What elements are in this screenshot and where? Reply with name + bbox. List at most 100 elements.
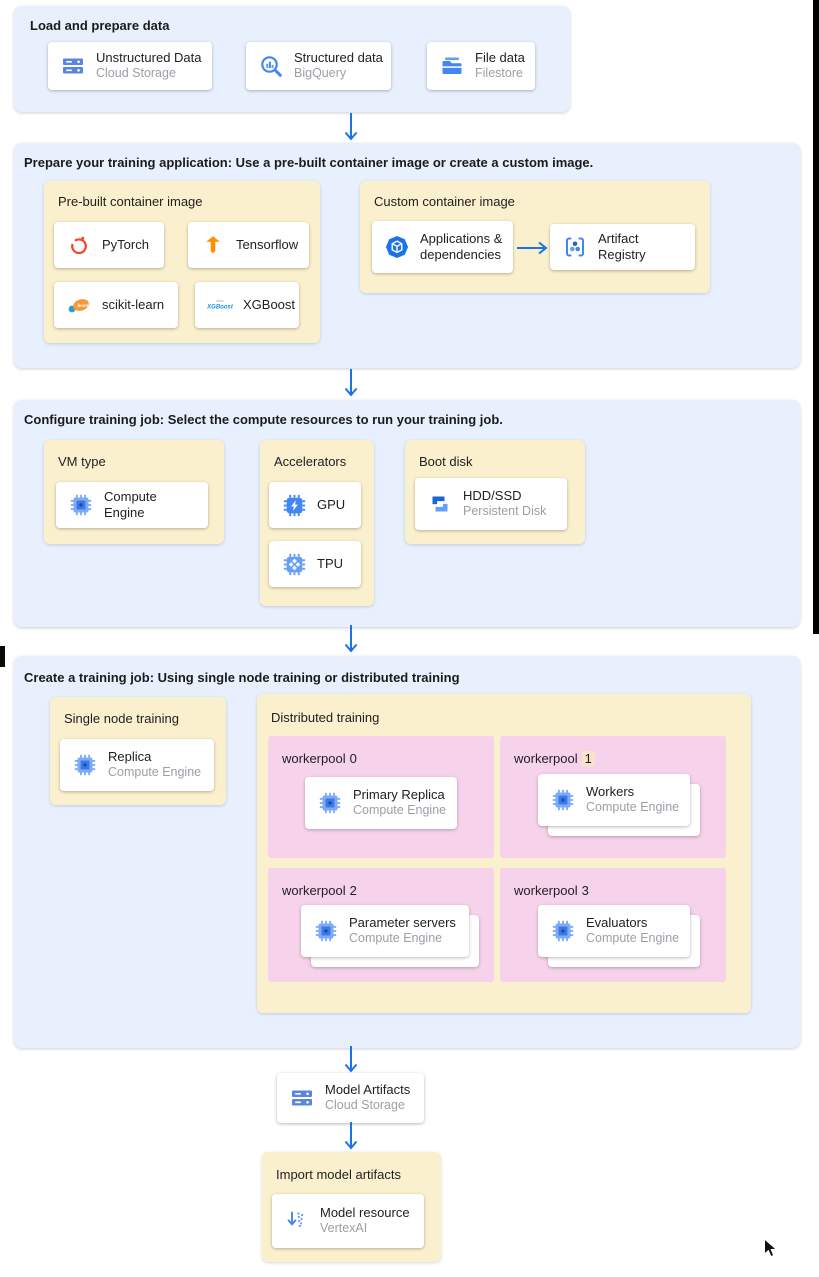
- card-structured-data: Structured data BigQuery: [246, 42, 391, 90]
- down-arrow-icon: [344, 1046, 358, 1073]
- artifact-registry-icon: [562, 234, 588, 260]
- model-resource-icon: [284, 1208, 310, 1234]
- card-label: Compute Engine: [104, 488, 157, 520]
- card-evaluators: Evaluators Compute Engine: [538, 905, 690, 957]
- card-replica: Replica Compute Engine: [60, 739, 214, 791]
- compute-engine-icon: [313, 918, 339, 944]
- card-label: Structured data: [294, 50, 383, 66]
- panel-vm-type: VM type Compute Engine: [44, 440, 224, 544]
- compute-engine-icon: [68, 492, 94, 518]
- section-title: Load and prepare data: [30, 18, 170, 33]
- section-title: Configure training job: Select the compu…: [24, 412, 503, 427]
- compute-engine-icon: [317, 790, 343, 816]
- panel-custom-container-image: Custom container image Applications & de…: [360, 181, 710, 293]
- card-sublabel: Filestore: [475, 66, 523, 81]
- bigquery-icon: [258, 53, 284, 79]
- tensorflow-icon: [200, 232, 226, 258]
- panel-accelerators: Accelerators GPU TPU: [260, 440, 374, 606]
- section-load-and-prepare-data: Load and prepare data Unstructured Data …: [14, 6, 570, 112]
- panel-title: Boot disk: [419, 454, 473, 469]
- card-label: File data: [475, 50, 525, 66]
- card-label: Model Artifacts: [325, 1082, 411, 1098]
- card-label: Artifact Registry: [598, 230, 646, 262]
- card-label: TPU: [317, 555, 343, 571]
- applications-icon: [384, 234, 410, 260]
- card-file-data: File data Filestore: [427, 42, 535, 90]
- panel-title: VM type: [58, 454, 106, 469]
- down-arrow-icon: [344, 113, 358, 141]
- card-tensorflow: Tensorflow: [188, 222, 309, 268]
- card-label: HDD/SSD: [463, 488, 522, 504]
- screenshot-edge-artifact-left: [0, 646, 5, 667]
- panel-single-node-training: Single node training Replica Compute Eng…: [50, 697, 226, 805]
- panel-boot-disk: Boot disk HDD/SSD Persistent Disk: [405, 440, 585, 544]
- card-sublabel: Cloud Storage: [96, 66, 176, 81]
- card-applications-dependencies: Applications & dependencies: [372, 221, 513, 273]
- card-label: Primary Replica: [353, 787, 445, 803]
- card-sublabel: VertexAI: [320, 1221, 368, 1236]
- card-sublabel: Compute Engine: [353, 803, 447, 818]
- compute-engine-icon: [550, 787, 576, 813]
- card-pytorch: PyTorch: [54, 222, 164, 268]
- card-gpu: GPU: [269, 482, 361, 528]
- card-label: Tensorflow: [236, 236, 299, 252]
- panel-import-model-artifacts: Import model artifacts Model resource Ve…: [262, 1152, 441, 1262]
- persistent-disk-icon: [427, 491, 453, 517]
- panel-title: Distributed training: [271, 710, 380, 725]
- card-label: Replica: [108, 749, 152, 765]
- panel-title: Custom container image: [374, 194, 515, 209]
- highlighted-number: 1: [581, 751, 595, 766]
- card-model-resource: Model resource VertexAI: [272, 1194, 424, 1248]
- card-unstructured-data: Unstructured Data Cloud Storage: [48, 42, 212, 90]
- card-sublabel: Compute Engine: [586, 931, 680, 946]
- section-prepare-training-application: Prepare your training application: Use a…: [14, 143, 800, 368]
- card-label: Evaluators: [586, 915, 648, 931]
- card-hdd-ssd: HDD/SSD Persistent Disk: [415, 478, 567, 530]
- panel-title: Import model artifacts: [276, 1167, 401, 1182]
- card-workers: Workers Compute Engine: [538, 774, 690, 826]
- down-arrow-icon: [344, 625, 358, 653]
- panel-title: Accelerators: [274, 454, 347, 469]
- svg-text:dmlc: dmlc: [216, 299, 224, 303]
- filestore-icon: [439, 53, 465, 79]
- card-label: PyTorch: [102, 236, 149, 252]
- down-arrow-icon: [344, 1122, 358, 1150]
- card-label: Model resource: [320, 1205, 410, 1221]
- card-sublabel: Persistent Disk: [463, 504, 547, 519]
- panel-title: Pre-built container image: [58, 194, 203, 209]
- panel-title: Single node training: [64, 711, 179, 726]
- card-label: Unstructured Data: [96, 50, 202, 66]
- mouse-cursor: [764, 1238, 778, 1258]
- svg-text:XGBoost: XGBoost: [207, 305, 233, 311]
- section-create-training-job: Create a training job: Using single node…: [14, 656, 800, 1048]
- card-scikit-learn: learn scikit-learn: [54, 282, 178, 328]
- card-sublabel: Compute Engine: [586, 800, 680, 815]
- card-model-artifacts: Model Artifacts Cloud Storage: [277, 1073, 424, 1123]
- card-tpu: TPU: [269, 541, 361, 587]
- card-label: Workers: [586, 784, 635, 800]
- compute-engine-icon: [72, 752, 98, 778]
- card-sublabel: Compute Engine: [349, 931, 443, 946]
- cloud-storage-icon: [60, 53, 86, 79]
- pytorch-icon: [66, 232, 92, 258]
- scikit-learn-icon: learn: [66, 292, 92, 318]
- tpu-icon: [281, 551, 307, 577]
- card-sublabel: Cloud Storage: [325, 1098, 405, 1113]
- card-label: GPU: [317, 496, 346, 512]
- screenshot-edge-artifact-right: [813, 0, 819, 634]
- card-label: Parameter servers: [349, 915, 456, 931]
- card-label: scikit-learn: [102, 296, 165, 312]
- right-arrow-icon: [517, 241, 548, 255]
- card-compute-engine: Compute Engine: [56, 482, 208, 528]
